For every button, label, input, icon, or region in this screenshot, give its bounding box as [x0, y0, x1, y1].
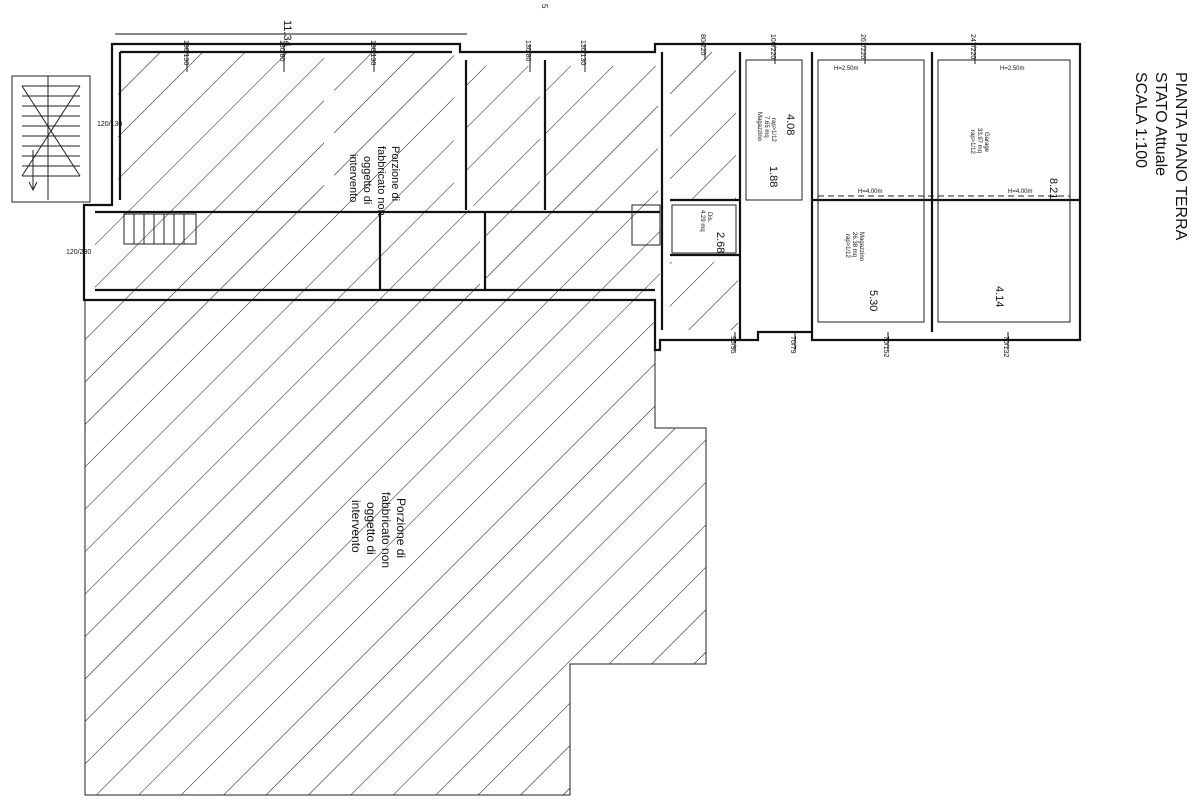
room1-area: 7.65 mq: [763, 116, 769, 138]
top-dimension-value: 11.34: [281, 20, 293, 47]
room3-dim-short: 4.14: [993, 286, 1005, 307]
room4-area: 4.29 mq: [699, 210, 705, 232]
upper-note-line-3: oggetto di: [361, 156, 373, 204]
hatched-room-c: [466, 66, 540, 206]
inner-stair-treads: [133, 214, 185, 244]
hatched-room-d: [545, 66, 658, 206]
lower-note-line-3: oggetto di: [364, 502, 378, 555]
room3-height: H=4.00m: [1008, 189, 1033, 195]
upper-note-line-2: fabbricato non: [375, 146, 387, 216]
opening-label-2: 130/80: [278, 40, 285, 62]
hatched-room-e: [670, 52, 736, 200]
opening-label-5: 130/130: [579, 40, 586, 65]
top-mark: 5: [540, 4, 549, 9]
opening-label-left-1: 120/130: [97, 121, 122, 128]
room1-name: Magazzino: [756, 112, 762, 142]
room-magazzino-large: [817, 59, 925, 323]
title-line-2: STATO Attuale: [1152, 72, 1169, 176]
title-line-1: PIANTA PIANO TERRA: [1172, 72, 1189, 241]
room3-name: Garage: [983, 132, 989, 153]
hatched-room-h: [670, 262, 738, 330]
room-disimpegno: [671, 204, 737, 254]
hatched-room-b: [334, 52, 454, 212]
opening-label-bottom-1: 95/95: [729, 336, 736, 354]
upper-note-line-1: Porzione di: [389, 146, 401, 201]
room2-height: H=4.00m: [858, 189, 883, 195]
opening-label-bottom-3: 70/152: [882, 336, 889, 358]
opening-label-bottom-2: 70/79: [789, 336, 796, 354]
room1-dim-long: 4.08: [784, 114, 796, 135]
opening-label-7: 100/220: [769, 34, 776, 59]
opening-label-left-2: 120/230: [66, 249, 91, 256]
opening-marks: [186, 44, 1009, 350]
room2-height-top: H=2.50m: [834, 66, 859, 72]
opening-label-4: 130/80: [524, 40, 531, 62]
opening-label-8: 261/220: [859, 34, 866, 59]
inner-stair-2: [631, 204, 661, 246]
opening-label-1: 130/130: [182, 40, 189, 65]
room4-name: Dis.: [706, 212, 712, 223]
lower-note-line-4: intervento: [349, 500, 363, 553]
room4-dim-short: 2.68: [714, 232, 726, 253]
lower-note-line-2: fabbricato non: [379, 492, 393, 568]
room3-height-top: H=2.50m: [1000, 66, 1025, 72]
room-garage: [937, 59, 1071, 323]
hatched-room-f: [95, 210, 480, 300]
upper-note-line-4: intervento: [347, 154, 359, 202]
inner-walls-outline: [95, 50, 1080, 340]
hatched-room-a: [118, 52, 324, 212]
room3-area: 33.97 mq: [976, 128, 982, 153]
outer-walls: [82, 42, 1082, 352]
room-magazzino-small: [745, 59, 803, 201]
room1-ratio: rap>1/12: [770, 118, 776, 143]
inner-stair: [123, 213, 197, 245]
lower-note-line-1: Porzione di: [394, 498, 408, 558]
room3-dim-long: 8.21: [1047, 178, 1059, 199]
staircase-treads: [21, 76, 81, 200]
opening-label-bottom-4: 70/132: [1002, 336, 1009, 358]
hatched-lower-block: [85, 300, 706, 795]
room2-area: 26.38 mq: [851, 232, 857, 257]
staircase-outer: [11, 75, 91, 203]
opening-label-9: 247/220: [969, 34, 976, 59]
room1-dim-short: 1.88: [767, 166, 779, 187]
stair-direction-arrow: [28, 150, 38, 192]
room2-name: Magazzino: [858, 232, 864, 262]
opening-label-6: 80/220: [699, 34, 706, 56]
room3-ratio: rap>1/12: [969, 130, 975, 155]
opening-label-3: 130/130: [369, 40, 376, 65]
title-line-3: SCALA 1:100: [1132, 72, 1149, 168]
room2-dim-short: 5.30: [867, 290, 879, 311]
room2-ratio: rap>1/12: [844, 234, 850, 259]
hatched-room-g: [485, 205, 660, 300]
